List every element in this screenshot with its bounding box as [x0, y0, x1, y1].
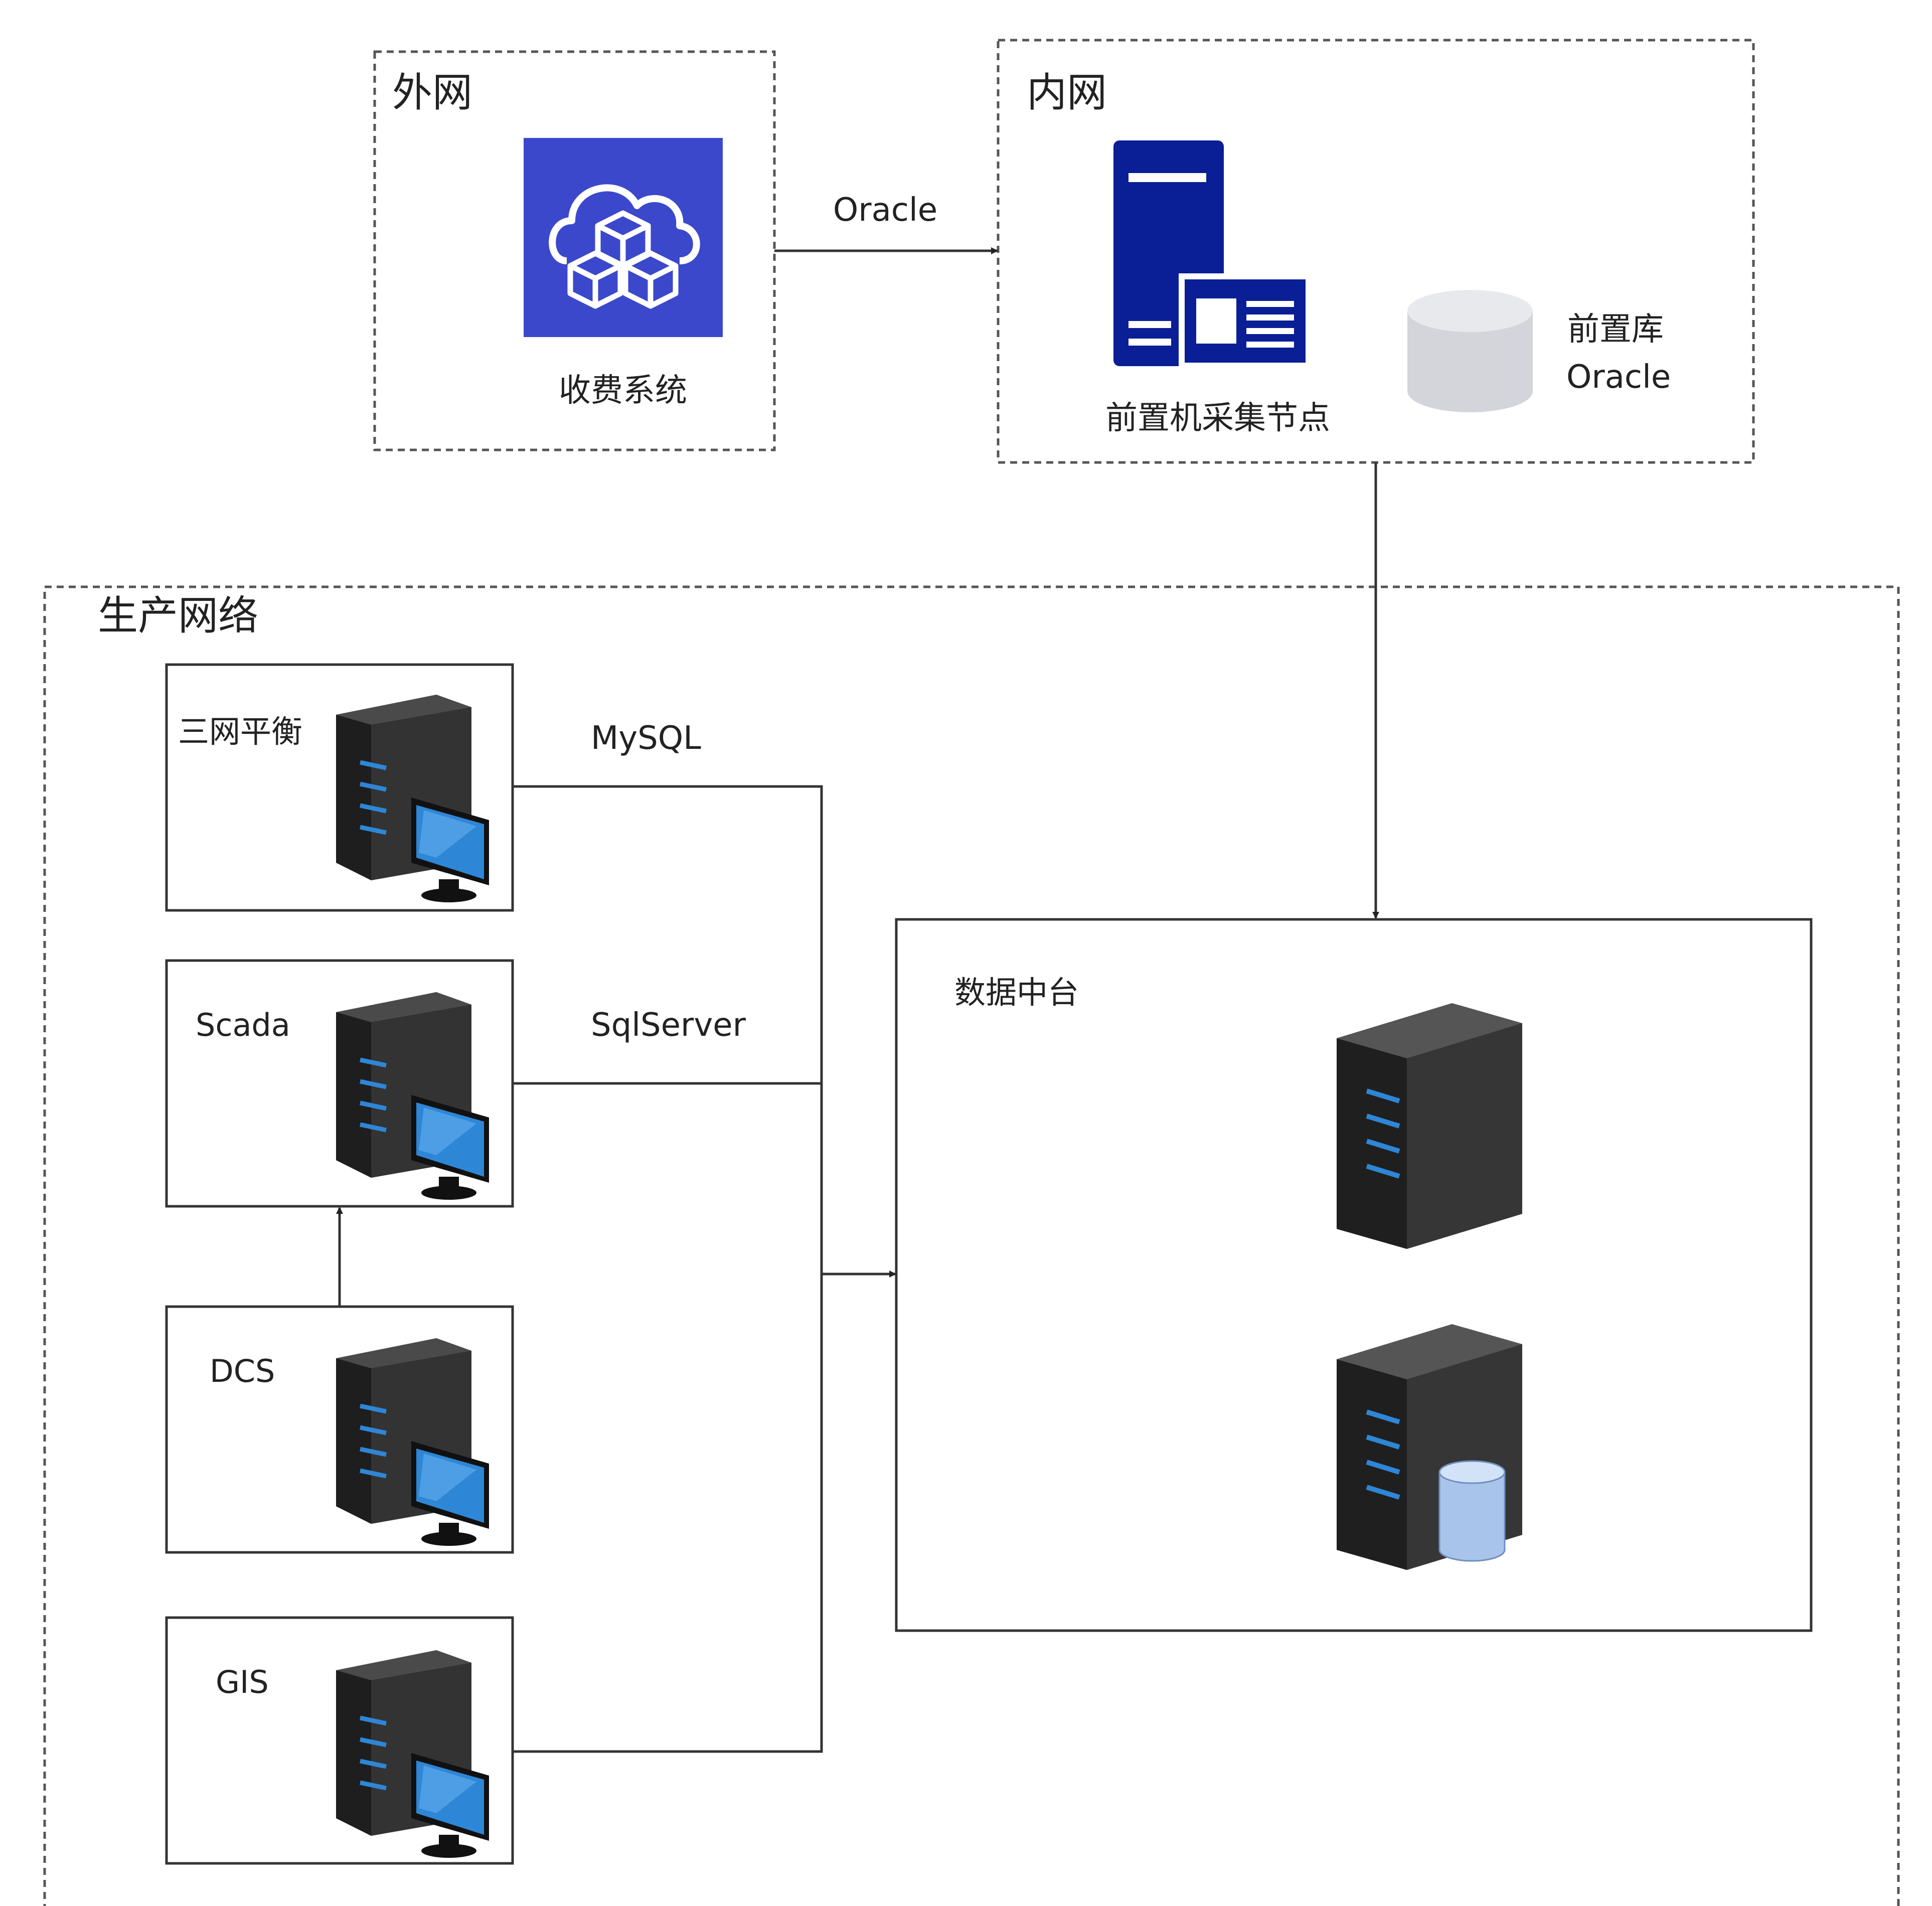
frontend-collector-node[interactable]: 前置机采集节点 — [1105, 140, 1330, 437]
server-workstation-icon — [336, 695, 489, 902]
production-network-region — [43, 585, 1900, 1906]
navy-server-icon — [1113, 140, 1312, 369]
frontend-collector-label: 前置机采集节点 — [1105, 400, 1330, 437]
frontend-db-label-line1: 前置库 — [1567, 311, 1664, 348]
sqlserver-edge-label: SqlServer — [591, 1007, 746, 1044]
three-net-balance-node[interactable]: 三网平衡 — [165, 663, 514, 912]
database-cylinder-icon — [1407, 290, 1533, 412]
server-workstation-icon — [336, 1338, 489, 1546]
three-net-link — [513, 785, 823, 1274]
gis-label: GIS — [216, 1664, 269, 1700]
billing-system-node[interactable]: 收费系统 — [524, 138, 723, 409]
gis-link — [513, 1274, 823, 1753]
scada-label: Scada — [196, 1007, 290, 1043]
cloud-blocks-icon — [524, 138, 723, 337]
data-platform-node[interactable]: 数据中台 — [895, 918, 1813, 1632]
external-network-label: 外网 — [392, 69, 472, 116]
dcs-label: DCS — [210, 1353, 275, 1389]
frontend-db-label-line2: Oracle — [1566, 359, 1671, 396]
gis-node[interactable]: GIS — [165, 1616, 514, 1865]
server-workstation-icon — [336, 1650, 489, 1858]
database-server-icon — [1337, 1324, 1522, 1570]
internal-network-region — [997, 39, 1755, 464]
frontend-db-node[interactable]: 前置库 Oracle — [1407, 290, 1671, 412]
mysql-edge-label: MySQL — [591, 720, 701, 757]
three-net-balance-label: 三网平衡 — [178, 713, 302, 750]
oracle-edge-label: Oracle — [833, 192, 937, 229]
server-workstation-icon — [336, 992, 489, 1200]
tower-server-icon — [1337, 1003, 1522, 1249]
external-network-region — [373, 50, 776, 451]
internal-network-label: 内网 — [1027, 69, 1107, 116]
billing-system-label: 收费系统 — [559, 372, 687, 409]
data-platform-label: 数据中台 — [954, 974, 1079, 1011]
production-network-label: 生产网络 — [98, 592, 258, 639]
dcs-node[interactable]: DCS — [165, 1305, 514, 1554]
scada-node[interactable]: Scada — [165, 959, 514, 1208]
